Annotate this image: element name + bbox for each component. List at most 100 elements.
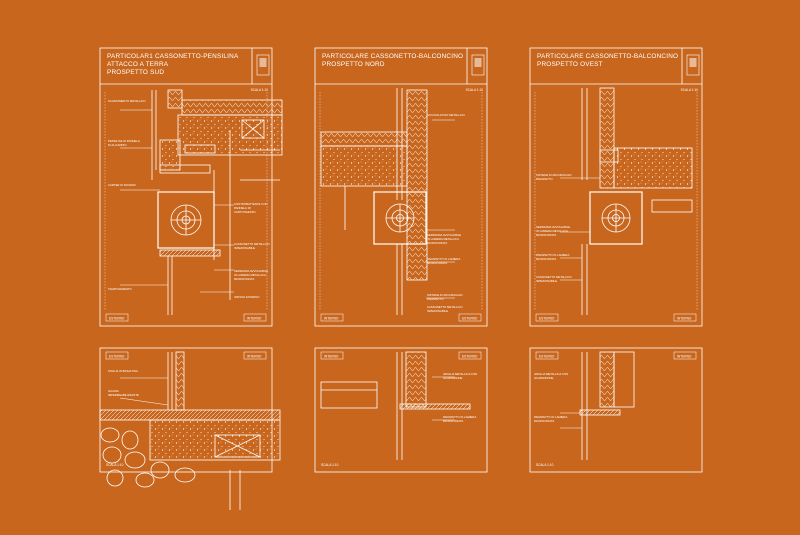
- note-label: PARAPETTO: [427, 297, 445, 301]
- detail-6: [560, 351, 635, 460]
- side-label-right: INTERNO: [247, 355, 262, 359]
- note-label: TAMPONAMENTO: [108, 287, 132, 291]
- side-label-box: [535, 351, 559, 360]
- logo-mark-fill: [474, 58, 482, 67]
- note-label: ISPEZIONABILE: [234, 246, 255, 250]
- note-label: GRIGLIA METALLICA CON: [443, 372, 477, 376]
- note-label: GUAINA: [108, 389, 119, 393]
- note-label: MICROFORATA: [536, 233, 556, 237]
- note-label: CASSONETTO METALLICO: [536, 275, 572, 279]
- note-label: MICROFORATA: [427, 261, 447, 265]
- side-label-box: [320, 313, 344, 322]
- note-label: SCARTAMENTO METALLICO: [108, 99, 146, 103]
- side-label-box: [535, 313, 559, 322]
- note-label: MICROFORATA: [234, 277, 254, 281]
- sheet-1-title: PARTICOLAR1 CASSONETTO-PENSILINA ATTACCO…: [107, 53, 238, 77]
- note-label: PARAPETTO IN LAMIERA: [536, 253, 569, 257]
- note-label: PARAPETTO IN LAMIERA: [427, 257, 460, 261]
- sheet-2-title: PARTICOLARE CASSONETTO-BALCONCINO PROSPE…: [322, 53, 463, 69]
- side-label-box: [320, 351, 344, 360]
- detail-4: [99, 351, 281, 510]
- side-label-box: [243, 313, 267, 322]
- side-label-box: [673, 313, 697, 322]
- side-label-left: ESTERNO: [109, 355, 125, 359]
- note-label: MICROFORATA: [443, 419, 463, 423]
- side-label-left: INTERNO: [324, 355, 339, 359]
- note-label: MICROFORATA: [427, 241, 447, 245]
- title-line: PARTICOLARE CASSONETTO-BALCONCINO: [322, 53, 464, 60]
- title-line: PROSPETTO NORD: [322, 61, 385, 68]
- side-label-left: ESTERNO: [539, 355, 555, 359]
- scale-label: SCALA 1:10: [536, 463, 554, 467]
- side-label-box: [458, 313, 482, 322]
- note-label: GOCCIOLATOIO METALLICO: [427, 113, 466, 117]
- note-label: SERRANDA AVVOLGIBILE: [427, 233, 461, 237]
- note-label: DI ALLUMINIO: [108, 143, 127, 147]
- note-label: ISPEZIONABILE: [427, 309, 448, 313]
- title-line: PROSPETTO OVEST: [537, 61, 603, 68]
- detail-5: [320, 351, 471, 460]
- side-label-right: ESTERNO: [462, 355, 478, 359]
- scale-label: SCALA 1:10: [681, 88, 699, 92]
- note-label: PANNELLI DI: [234, 206, 251, 210]
- note-label: PENSILINA IN PANNELLI: [108, 139, 140, 143]
- side-label-right: ESTERNO: [462, 317, 478, 321]
- title-line: PARTICOLARE CASSONETTO-BALCONCINO: [537, 53, 679, 60]
- note-label: MICROFORATA: [536, 257, 556, 261]
- title-line: ATTACCO A TERRA: [107, 61, 169, 68]
- note-label: CASSONETTO METALLICO: [234, 242, 270, 246]
- note-label: SOGLIA IN BASALTINA: [108, 369, 138, 373]
- sheet-3-title: PARTICOLARE CASSONETTO-BALCONCINO PROSPE…: [537, 53, 678, 69]
- side-label-box: [105, 351, 129, 360]
- details-layer: [99, 87, 693, 510]
- note-label: PARAPETTO IN LAMIERA: [443, 415, 476, 419]
- side-label-right: INTERNO: [247, 317, 262, 321]
- note-label: GRIGLIA METALLICA CON: [534, 372, 568, 376]
- note-label: CARTONGESSO: [234, 210, 256, 214]
- note-label: IN LAMIERA METALLICA: [234, 273, 266, 277]
- scale-label: SCALA 1:10: [251, 88, 269, 92]
- note-label: CARTER DI RICIAMO: [108, 183, 137, 187]
- side-label-left: INTERNO: [324, 317, 339, 321]
- lower-sheet-frame: [529, 347, 703, 473]
- scale-label: SCALA 1:10: [106, 463, 124, 467]
- note-label: GUARNIZIONE: [534, 376, 554, 380]
- logo-mark: [471, 54, 485, 76]
- note-label: SERRANDA AVVOLGIBILE: [536, 225, 570, 229]
- side-label-left: ESTERNO: [539, 317, 555, 321]
- note-label: IN LAMIERA METALLICA: [536, 229, 568, 233]
- sheet-frame: [314, 47, 488, 327]
- note-label: IMPERMEABILIZZANTE: [108, 393, 139, 397]
- detail-2: [320, 88, 455, 315]
- side-label-box: [105, 313, 129, 322]
- note-label: IN LAMIERA METALLICA: [427, 237, 459, 241]
- side-label-right: INTERNO: [677, 317, 692, 321]
- logo-mark-fill: [689, 58, 697, 67]
- logo-mark-fill: [259, 58, 267, 67]
- side-label-left: ESTERNO: [109, 317, 125, 321]
- scale-label: SCALA 1:10: [466, 88, 484, 92]
- scale-label: SCALA 1:10: [321, 463, 339, 467]
- note-label: PARAPETTO: [536, 177, 554, 181]
- note-label: SISTEMA DI ANCORAGGIO: [536, 173, 572, 177]
- detail-1: [120, 89, 283, 315]
- side-label-box: [243, 351, 267, 360]
- side-label-box: [458, 351, 482, 360]
- note-label: INFISSO ESTERNO: [234, 295, 260, 299]
- note-label: CONTROBATTENTE CON: [234, 202, 268, 206]
- logo-mark: [686, 54, 700, 76]
- side-label-box: [673, 351, 697, 360]
- sheet-frame: [529, 47, 703, 327]
- note-label: SERRANDA AVVOLGIBILE: [234, 269, 268, 273]
- note-label: MICROFORATA: [534, 419, 554, 423]
- note-label: GUARNIZIONE: [443, 376, 463, 380]
- side-label-right: INTERNO: [677, 355, 692, 359]
- sheet-frame: [99, 47, 273, 327]
- logo-mark: [256, 54, 270, 76]
- detail-3: [560, 87, 693, 315]
- lower-sheet-frame: [314, 347, 488, 473]
- title-line: PARTICOLAR1 CASSONETTO-PENSILINA: [107, 53, 239, 60]
- note-label: SISTEMA DI ANCORAGGIO: [427, 293, 463, 297]
